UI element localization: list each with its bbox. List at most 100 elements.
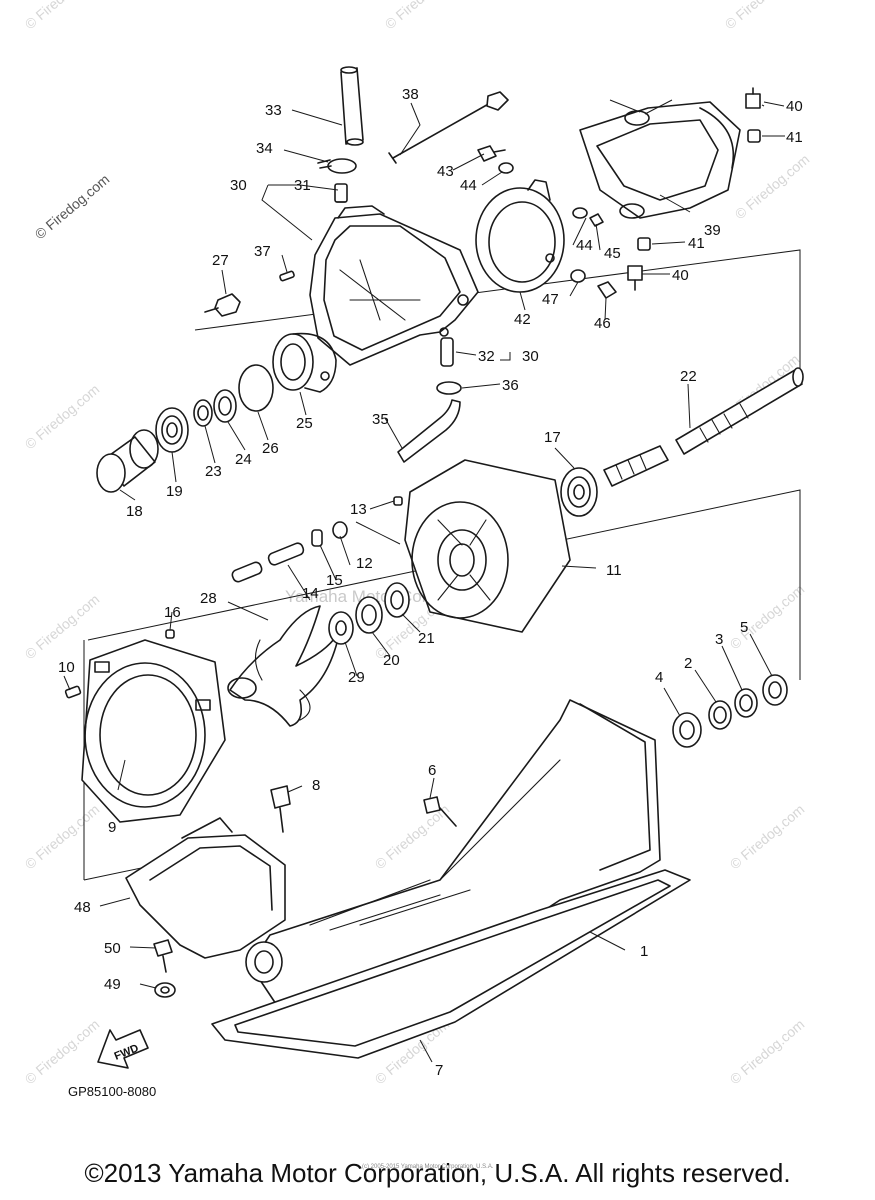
watermark-6: © Firedog.com	[22, 381, 103, 452]
callout-10: 10	[58, 659, 75, 676]
part-49-washer	[154, 982, 176, 998]
callout-50: 50	[104, 940, 121, 957]
reference-code: GP85100-8080	[68, 1084, 156, 1099]
callout-36: 36	[502, 377, 519, 394]
part-16-pin	[165, 629, 175, 639]
part-50-bolt	[153, 939, 173, 973]
watermark-13: © Firedog.com	[727, 801, 808, 872]
callout-48: 48	[74, 899, 91, 916]
part-4-coupling	[672, 712, 702, 748]
callout-13: 13	[350, 501, 367, 518]
impeller-shaft	[603, 445, 669, 487]
watermark-4: © Firedog.com	[32, 171, 113, 242]
part-25-duct	[272, 332, 337, 393]
part-34-clamp	[317, 158, 357, 174]
callout-40b: 40	[672, 267, 689, 284]
callout-20: 20	[383, 652, 400, 669]
part-21-bearing	[384, 582, 410, 618]
part-48-cover	[125, 817, 286, 959]
callout-5: 5	[740, 619, 748, 636]
part-40-bolt-b	[627, 265, 643, 291]
callout-16: 16	[164, 604, 181, 621]
part-20-seal	[355, 596, 383, 634]
callout-23: 23	[205, 463, 222, 480]
callout-11: 11	[606, 562, 622, 579]
part-43-bolt	[477, 145, 506, 162]
part-8-bolt	[270, 785, 291, 833]
watermark-11: © Firedog.com	[22, 801, 103, 872]
part-41-collar-b	[637, 237, 651, 251]
watermark-10: © Firedog.com	[727, 581, 808, 652]
part-44-washer-a	[498, 162, 514, 174]
watermark-8: © Firedog.com	[22, 591, 103, 662]
callout-47: 47	[542, 291, 559, 308]
part-45-nut	[589, 213, 604, 227]
callout-30a: 30	[230, 177, 247, 194]
part-10-bolt	[64, 685, 82, 699]
part-18-cap	[96, 429, 159, 493]
part-38-bolt	[388, 91, 509, 164]
part-28-impeller	[227, 605, 341, 727]
callout-4: 4	[655, 669, 663, 686]
callout-40a: 40	[786, 98, 803, 115]
part-30-nozzle-housing	[309, 205, 479, 366]
callout-44a: 44	[460, 177, 477, 194]
part-36-clamp	[436, 381, 462, 395]
part-3-bearing	[734, 688, 758, 718]
part-1-intake-duct	[245, 699, 661, 1041]
part-11-impeller-housing	[404, 459, 571, 633]
callout-14: 14	[302, 585, 319, 602]
callout-8: 8	[312, 777, 320, 794]
part-39-reverse-bucket	[579, 101, 741, 219]
part-7-plate	[211, 869, 691, 1059]
part-44-washer-b	[572, 207, 588, 219]
callout-32: 32	[478, 348, 495, 365]
watermark-16: © Firedog.com	[727, 1016, 808, 1087]
part-26-o-ring	[238, 364, 274, 412]
watermark-1: © Firedog.com	[22, 0, 103, 32]
leader-lines	[63, 99, 785, 1063]
callout-26: 26	[262, 440, 279, 457]
part-40-bolt-a	[745, 87, 761, 109]
part-14-pin-b	[231, 561, 263, 583]
callout-43: 43	[437, 163, 454, 180]
callout-45: 45	[604, 245, 621, 262]
part-35-hose	[397, 399, 461, 463]
callout-33: 33	[265, 102, 282, 119]
callout-44b: 44	[576, 237, 593, 254]
callout-21: 21	[418, 630, 435, 647]
copyright-notice: ©2013 Yamaha Motor Corporation, U.S.A. A…	[84, 1158, 791, 1188]
callout-6: 6	[428, 762, 436, 779]
watermark-3: © Firedog.com	[722, 0, 803, 32]
part-47-collar	[570, 269, 586, 283]
part-32-hose	[440, 337, 454, 367]
callout-7: 7	[435, 1062, 443, 1079]
callout-46: 46	[594, 315, 611, 332]
watermark-14: © Firedog.com	[22, 1016, 103, 1087]
part-37-pin	[279, 270, 295, 282]
part-27-bolt	[204, 293, 241, 317]
part-19-bearing	[155, 407, 189, 453]
part-22-drive-shaft	[675, 367, 804, 455]
callout-9: 9	[108, 819, 116, 836]
callout-29: 29	[348, 669, 365, 686]
group-boundary-middle	[87, 489, 801, 680]
part-24-seal	[213, 389, 237, 423]
part-2-seal	[708, 700, 732, 730]
parts-artwork: FWD	[64, 66, 804, 1069]
callout-34: 34	[256, 140, 273, 157]
callout-2: 2	[684, 655, 692, 672]
part-14-pin-a	[267, 542, 305, 566]
callout-49: 49	[104, 976, 121, 993]
part-23-collar	[193, 399, 213, 427]
part-15-fitting	[311, 529, 323, 547]
watermark-12: © Firedog.com	[372, 801, 453, 872]
callout-18: 18	[126, 503, 143, 520]
part-9-intake-housing	[81, 639, 226, 823]
callout-15: 15	[326, 572, 343, 589]
watermark-2: © Firedog.com	[382, 0, 463, 32]
callout-labels: 1 2 3 4 5 6 7 8 9 10 11 12 13 14 15 16 1…	[58, 86, 803, 1079]
callout-35: 35	[372, 411, 389, 428]
callout-41b: 41	[688, 235, 705, 252]
